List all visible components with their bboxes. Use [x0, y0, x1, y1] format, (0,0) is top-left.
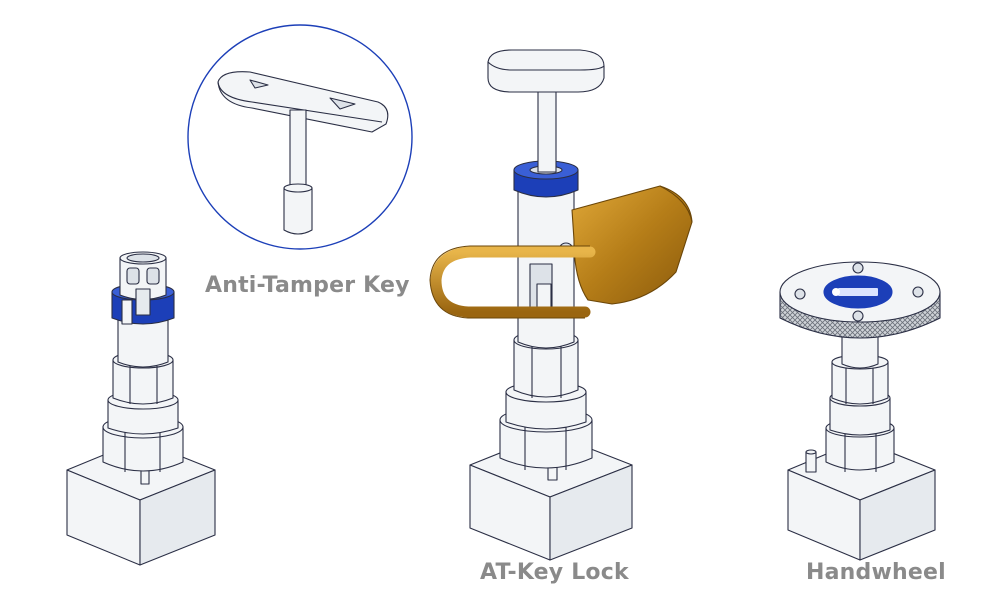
valve-center-upper-hex: [513, 339, 579, 398]
handwheel-hole: [794, 288, 806, 300]
padlock: [429, 185, 693, 319]
valve-center-upper: [487, 49, 605, 198]
valve-left: [66, 251, 216, 566]
anti-tamper-key-inset: [187, 24, 413, 250]
valve-center-base-side: [549, 464, 633, 561]
valve-center-key-shaft: [537, 85, 557, 173]
padlock-body: [571, 185, 693, 305]
valve-center-lower-hex: [499, 419, 593, 469]
valve-right-pin: [805, 451, 817, 473]
valve-right-lower-hex: [825, 427, 895, 471]
handwheel-hole: [852, 310, 864, 322]
handwheel-hole: [912, 286, 924, 298]
valve-left-base-side: [139, 469, 216, 566]
valve-left-upper-hex: [112, 359, 174, 405]
valve-right-base-side: [859, 469, 936, 561]
valve-center: [469, 184, 633, 561]
valve-left-lower-hex: [102, 426, 184, 472]
anti-tamper-key-label: Anti-Tamper Key: [205, 273, 410, 298]
key-shaft: [289, 109, 307, 189]
padlock-shackle: [430, 246, 596, 318]
valve-center-key-handle: [487, 49, 605, 93]
key-socket: [283, 187, 313, 235]
handwheel-hole: [852, 262, 864, 274]
handwheel-label: Handwheel: [806, 560, 946, 585]
at-key-lock-label: AT-Key Lock: [480, 560, 629, 585]
valve-right: [779, 261, 941, 561]
